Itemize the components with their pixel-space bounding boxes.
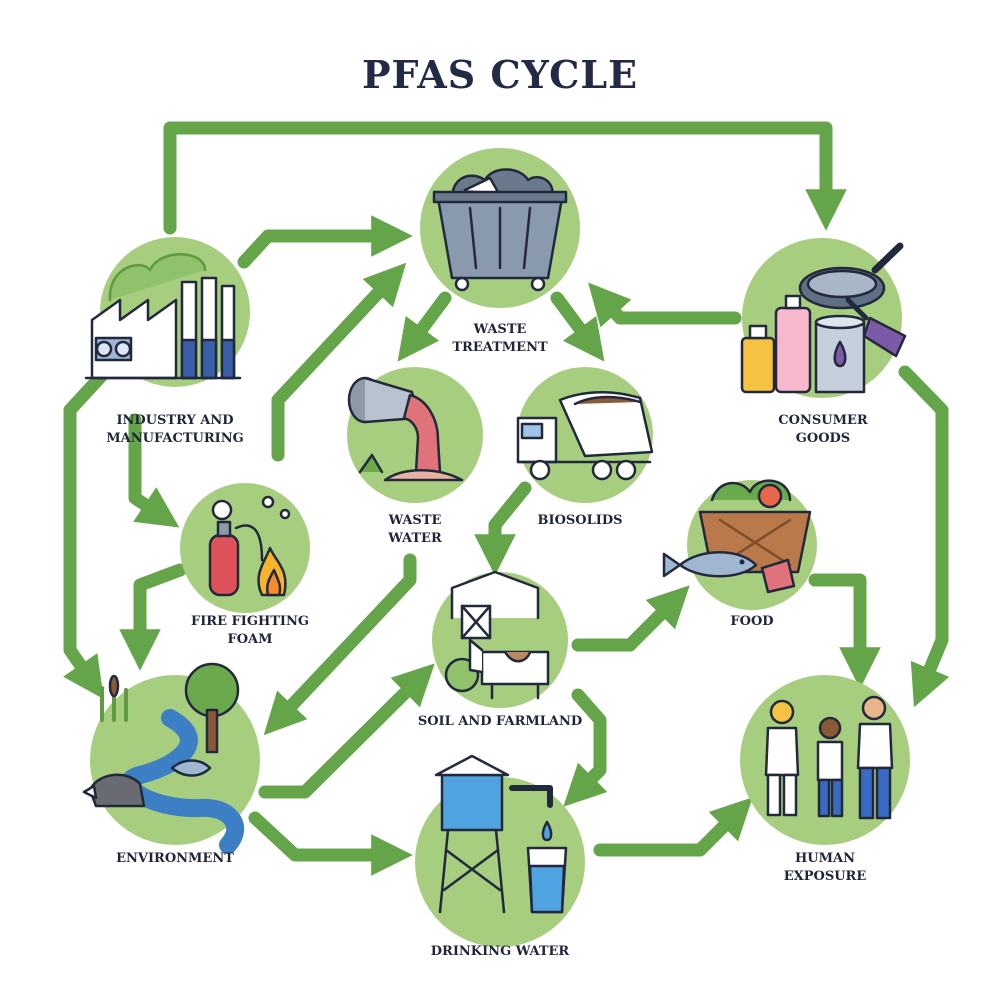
arrow-food-to-human	[808, 573, 881, 689]
label-human: HUMAN EXPOSURE	[735, 850, 915, 886]
arrow-industry-to-consumer	[163, 121, 847, 235]
flow-arrows	[63, 121, 950, 876]
label-biosolids: BIOSOLIDS	[500, 512, 660, 530]
arrow-industry-to-fire-foam	[128, 413, 180, 528]
dump-truck-icon	[516, 391, 654, 481]
arrow-waste-treatment-to-waste-water	[397, 291, 452, 362]
label-environment: ENVIRONMENT	[75, 850, 275, 868]
arrow-environment-to-drinking-water	[248, 811, 413, 876]
label-food: FOOD	[672, 613, 832, 631]
label-line: DRINKING WATER	[430, 944, 570, 959]
label-line: WASTE	[388, 513, 442, 528]
label-line: INDUSTRY AND	[116, 413, 234, 428]
fire-foam-circle	[180, 483, 310, 613]
river-forest-icon	[82, 662, 244, 854]
arrow-consumer-to-human	[898, 365, 950, 708]
label-drinking-water: DRINKING WATER	[400, 943, 600, 961]
label-line: FOOD	[730, 614, 774, 629]
arrow-soil-to-food	[571, 585, 690, 652]
arrow-fire-foam-to-environment	[119, 563, 187, 671]
label-line: WASTE	[473, 322, 527, 337]
barn-cow-icon	[444, 570, 550, 700]
label-waste-treatment: WASTE TREATMENT	[400, 321, 600, 357]
label-line: ENVIRONMENT	[116, 851, 234, 866]
arrow-industry-to-environment	[63, 365, 112, 700]
label-line: TREATMENT	[452, 340, 548, 355]
water-tower-icon	[434, 754, 568, 914]
label-line: HUMAN	[795, 851, 855, 866]
arrow-soil-to-drinking-water	[563, 688, 608, 807]
food-basket-icon	[662, 479, 812, 594]
label-line: MANUFACTURING	[106, 431, 244, 446]
factory-icon	[84, 253, 242, 380]
label-line: CONSUMER	[778, 413, 868, 428]
arrow-consumer-to-waste-treatment	[588, 282, 742, 328]
label-consumer-goods: CONSUMER GOODS	[723, 412, 923, 448]
label-industry: INDUSTRY AND MANUFACTURING	[75, 412, 275, 448]
arrow-industry-to-waste-treatment	[237, 215, 413, 269]
arrow-environment-to-soil	[258, 663, 435, 799]
label-fire-foam: FIRE FIGHTING FOAM	[150, 613, 350, 649]
fire-extinguisher-icon	[208, 495, 291, 597]
drain-pipe-icon	[347, 376, 464, 482]
label-line: GOODS	[795, 431, 851, 446]
label-line: BIOSOLIDS	[537, 513, 623, 528]
arrow-biosolids-to-soil	[474, 481, 532, 576]
frying-pan-bottles-icon	[740, 242, 907, 394]
dumpster-icon	[432, 168, 568, 292]
arrow-waste-water-to-environment	[263, 553, 417, 736]
arrow-waste-treatment-to-biosolids	[550, 291, 605, 362]
arrow-drinking-water-to-human	[593, 797, 753, 857]
arrow-fire-foam-to-waste-treatment	[271, 262, 407, 462]
label-line: WATER	[388, 531, 442, 546]
label-line: EXPOSURE	[783, 869, 867, 884]
page-title: PFAS CYCLE	[361, 52, 639, 97]
label-soil: SOIL AND FARMLAND	[390, 713, 610, 731]
label-line: FIRE FIGHTING	[191, 614, 309, 629]
family-icon	[764, 695, 894, 820]
label-waste-water: WASTE WATER	[335, 512, 495, 548]
label-line: FOAM	[227, 632, 273, 647]
label-line: SOIL AND FARMLAND	[417, 714, 583, 729]
